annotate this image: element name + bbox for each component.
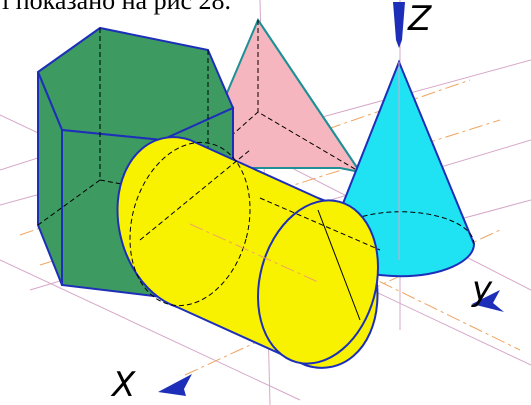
axis-label-z: Z xyxy=(407,0,432,39)
axis-label-x: X xyxy=(110,365,136,405)
pyramid-edge xyxy=(257,19,361,173)
cylinder-hidden-line xyxy=(259,197,381,251)
grid-line xyxy=(0,259,301,401)
z-axis-arrow xyxy=(393,2,405,48)
axes: Z y X xyxy=(110,0,504,405)
cylinder-axis xyxy=(189,223,319,283)
y-axis-arrow xyxy=(472,290,504,312)
axis-label-y: y xyxy=(471,269,493,309)
cylinder-radius-line xyxy=(317,209,361,321)
x-axis-arrow xyxy=(158,374,192,396)
cylinder xyxy=(116,136,381,369)
cylinder-back-face-hidden xyxy=(129,141,251,307)
figure-caption: і показано на рис 28. xyxy=(2,0,232,15)
cylinder-front-face xyxy=(256,199,380,365)
